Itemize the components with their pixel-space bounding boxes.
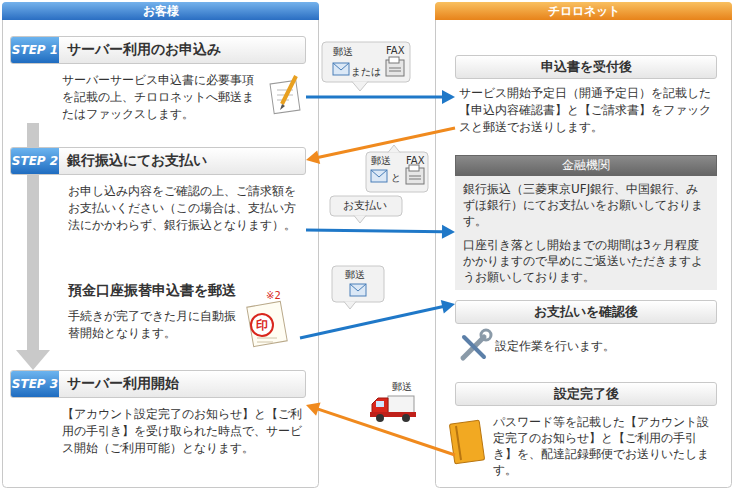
company-panel: チロロネット申込書を受付後サービス開始予定日（開通予定日）を記載した【申込内容確… — [435, 2, 732, 488]
box-text: パスワード等を記載した【アカウント設定完了のお知らせ】と【ご利用の手引き】を、配… — [493, 414, 713, 478]
box-body: サービス開始予定日（開通予定日）を記載した【申込内容確認書】と【ご請求書】をファ… — [455, 79, 717, 140]
arrow-head — [441, 300, 455, 314]
box-text: 銀行振込（三菱東京UFJ銀行、中国銀行、みずほ銀行）にてお支払いをお願いしており… — [463, 181, 709, 229]
customer-panel: お客様 STEP 1サーバー利用のお申込みサーバーサービス申込書に必要事項を記載の… — [2, 2, 319, 488]
arrow-shaft — [300, 307, 443, 338]
step-badge: STEP 3 — [11, 371, 59, 397]
step-badge: STEP 1 — [11, 37, 59, 63]
callout-label: FAX — [386, 45, 405, 57]
callout-label: FAX — [406, 155, 425, 167]
step-title: サーバー利用開始 — [59, 375, 179, 393]
arrow-shaft — [306, 230, 443, 232]
callout-label: ※2 — [266, 290, 281, 302]
callout-label: 郵送 — [392, 381, 412, 393]
step-box: STEP 2銀行振込にてお支払いお申し込み内容をご確認の上、ご請求額をお支払いく… — [10, 147, 306, 234]
box-text: 口座引き落とし開始までの期間は3ヶ月程度かかりますので早めにご返送いただきますよ… — [463, 237, 709, 285]
arrow-head — [442, 225, 455, 239]
box-body: 銀行振込（三菱東京UFJ銀行、中国銀行、みずほ銀行）にてお支払いをお願いしており… — [455, 176, 717, 290]
callout-label: 郵送 — [345, 269, 365, 281]
tools-icon — [463, 330, 491, 358]
arrow-shaft — [318, 128, 455, 157]
flow-arrow — [300, 300, 455, 338]
step-box: STEP 3サーバー利用開始【アカウント設定完了のお知らせ】と【ご利用の手引き】… — [10, 370, 306, 457]
callout-label: 郵送 — [371, 155, 391, 167]
step-title: 銀行振込にてお支払い — [59, 152, 207, 170]
arrow-shaft — [317, 409, 455, 455]
step-box: STEP 1サーバー利用のお申込みサーバーサービス申込書に必要事項を記載の上、チ… — [10, 36, 306, 123]
process-box: お支払いを確認後設定作業を行います。 — [455, 300, 717, 359]
arrow-head — [306, 402, 321, 415]
arrow-head — [306, 150, 320, 164]
callout-bubble — [330, 196, 402, 223]
step-title: サーバー利用のお申込み — [59, 41, 221, 59]
box-text: 設定作業を行います。 — [495, 338, 713, 355]
callout-label: お支払い — [343, 199, 387, 212]
sub-body: 手続きが完了できた月に自動振替開始となります。 — [68, 308, 244, 342]
flow-arrow — [306, 225, 455, 239]
process-box: 申込書を受付後サービス開始予定日（開通予定日）を記載した【申込内容確認書】と【ご… — [455, 55, 717, 140]
step-body: お申し込み内容をご確認の上、ご請求額をお支払いください（この場合は、支払い方法に… — [68, 183, 300, 234]
process-box: 金融機関銀行振込（三菱東京UFJ銀行、中国銀行、みずほ銀行）にてお支払いをお願い… — [455, 155, 717, 290]
callout-bubble — [366, 145, 428, 192]
step-body: サーバーサービス申込書に必要事項を記載の上、チロロネットへ郵送またはファックスし… — [62, 72, 262, 123]
notebook-icon — [449, 420, 484, 464]
step-bar: STEP 2銀行振込にてお支払い — [10, 147, 306, 175]
flow-arrow — [306, 402, 455, 455]
step-badge: STEP 2 — [11, 148, 59, 174]
delivery-truck — [370, 396, 416, 422]
box-header: 設定完了後 — [455, 382, 717, 406]
flow-arrow — [306, 90, 455, 104]
stamp-document-icon — [247, 301, 287, 346]
process-box: 設定完了後パスワード等を記載した【アカウント設定完了のお知らせ】と【ご利用の手引… — [455, 382, 717, 482]
arrow-shaft — [306, 96, 443, 99]
box-header: お支払いを確認後 — [455, 300, 717, 324]
callout-label: または — [351, 66, 381, 78]
step-bar: STEP 3サーバー利用開始 — [10, 370, 306, 398]
box-text: サービス開始予定日（開通予定日）を記載した【申込内容確認書】と【ご請求書】をファ… — [459, 85, 713, 136]
callout-bubble — [332, 266, 384, 309]
step-bar: STEP 1サーバー利用のお申込み — [10, 36, 306, 64]
panel-header: チロロネット — [435, 2, 732, 20]
callout-bubble — [322, 42, 410, 91]
customer-panel — [3, 3, 319, 488]
company-panel — [436, 3, 732, 488]
sub-title: 預金口座振替申込書を郵送 — [68, 282, 300, 300]
box-body: パスワード等を記載した【アカウント設定完了のお知らせ】と【ご利用の手引き】を、配… — [455, 406, 717, 482]
callout-label: と — [391, 172, 401, 184]
panel-header: お客様 — [2, 2, 319, 20]
form-icon — [270, 76, 300, 114]
process-box: 預金口座振替申込書を郵送手続きが完了できた月に自動振替開始となります。 — [68, 282, 300, 342]
step-body: 【アカウント設定完了のお知らせ】と【ご利用の手引き】を受け取られた時点で、サービ… — [62, 406, 302, 457]
callout-label: 印 — [256, 318, 268, 332]
arrow-head — [16, 350, 50, 370]
box-header: 金融機関 — [455, 155, 717, 176]
callout-label: 郵送 — [333, 46, 353, 58]
arrow-head — [442, 90, 455, 104]
box-header: 申込書を受付後 — [455, 55, 717, 79]
box-body: 設定作業を行います。 — [455, 324, 717, 359]
